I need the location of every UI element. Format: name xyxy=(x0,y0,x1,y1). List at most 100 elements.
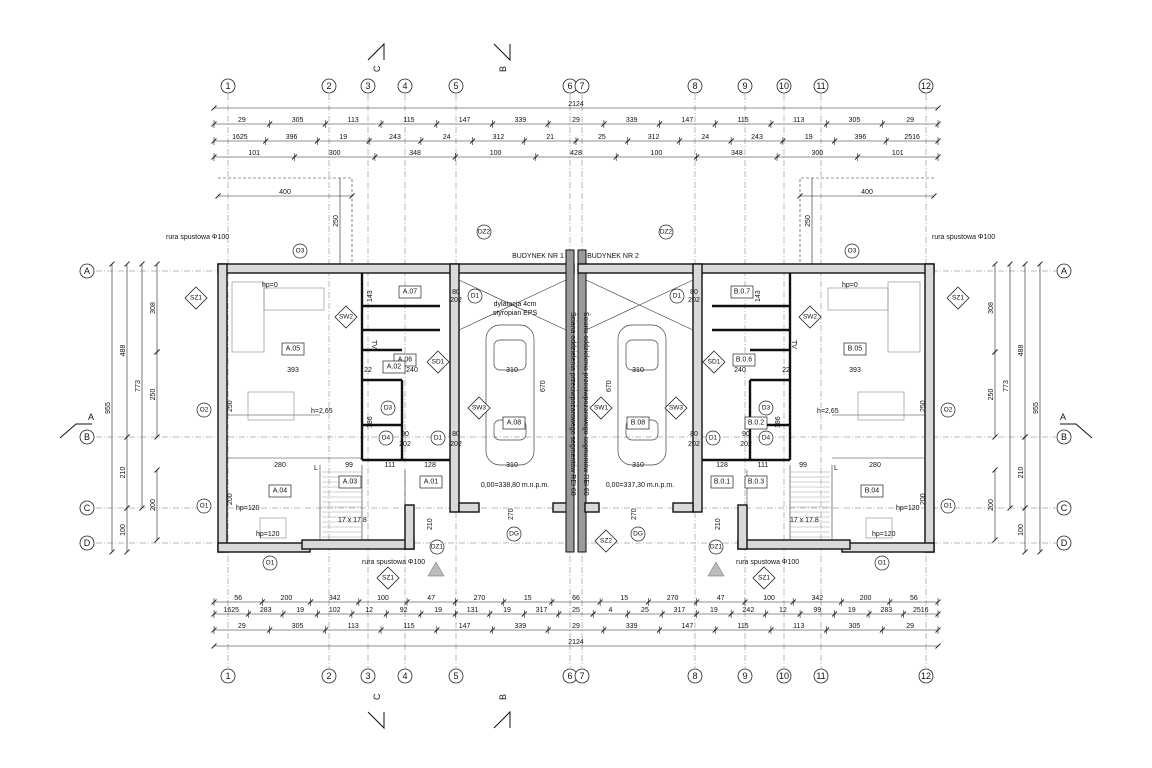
axis-bubble-9-top: 9 xyxy=(737,78,753,94)
svg-text:6: 6 xyxy=(567,81,572,91)
axis-bubble-9-bottom: 9 xyxy=(737,668,753,684)
svg-text:SW3: SW3 xyxy=(472,405,486,412)
tag-dg-left: DG xyxy=(506,526,522,542)
section-b-bottom-label: B xyxy=(498,694,508,700)
svg-text:8: 8 xyxy=(692,671,697,681)
dim-143-left: 143 xyxy=(367,290,374,302)
dimension-value: 25 xyxy=(641,607,649,614)
label-l-right: L xyxy=(834,465,838,472)
tag-sz1-left-bottom: SZ1 xyxy=(376,566,400,590)
axis-bubble-C-right: C xyxy=(1056,500,1072,516)
car-right-windshield xyxy=(625,339,659,371)
svg-text:SZ1: SZ1 xyxy=(190,295,202,302)
tv-right: TV xyxy=(790,340,797,349)
tag-dz2-left: DZ2 xyxy=(476,224,492,240)
svg-text:2: 2 xyxy=(326,81,331,91)
axis-bubble-11-top: 11 xyxy=(813,78,829,94)
dimension-value: 131 xyxy=(467,607,479,614)
dimension-value: 200 xyxy=(988,499,995,511)
dimension-value: 100 xyxy=(763,595,775,602)
dimension-value: 100 xyxy=(490,150,502,157)
axis-bubble-D-left: D xyxy=(79,535,95,551)
section-c-top-label: C xyxy=(372,65,382,72)
wall-left-garage-front-b xyxy=(552,502,568,513)
svg-text:SW1: SW1 xyxy=(594,405,608,412)
dim-80-right-a: 80 xyxy=(690,289,698,296)
svg-text:D4: D4 xyxy=(762,435,771,442)
dim-270-left: 270 xyxy=(508,508,515,520)
svg-text:SZ1: SZ1 xyxy=(952,295,964,302)
svg-text:D3: D3 xyxy=(762,405,771,412)
svg-text:O3: O3 xyxy=(848,248,857,255)
dim-202-left-b: 202 xyxy=(450,441,462,448)
svg-text:7: 7 xyxy=(579,81,584,91)
dimension-value: 115 xyxy=(737,623,748,630)
height-right: h=2,65 xyxy=(817,408,839,415)
downpipe-note-top-left: rura spustowa Φ100 xyxy=(166,234,229,241)
axis-bubble-7-bottom: 7 xyxy=(574,668,590,684)
dim-202-right-a: 202 xyxy=(688,297,700,304)
axis-bubble-2-bottom: 2 xyxy=(321,668,337,684)
tag-dz1-left: DZ1 xyxy=(429,539,445,555)
dimension-value: 396 xyxy=(855,134,867,141)
dim-22-left: 22 xyxy=(364,367,372,374)
dim-393-left: 393 xyxy=(287,367,299,374)
dim-200-left: 200 xyxy=(227,493,234,505)
dim-200-right: 200 xyxy=(920,493,927,505)
svg-text:B: B xyxy=(84,432,90,442)
wall-right-top xyxy=(577,263,935,274)
axis-bubble-10-top: 10 xyxy=(776,78,792,94)
hp120-left: hp=120 xyxy=(236,505,260,512)
svg-text:A: A xyxy=(1061,266,1067,276)
dimension-value: 210 xyxy=(120,467,127,479)
svg-text:SW3: SW3 xyxy=(669,405,683,412)
svg-text:B.0.7: B.0.7 xyxy=(734,289,750,296)
stairs-note-left: 17 x 17.8 xyxy=(338,517,367,524)
tag-d1-left-mid: D1 xyxy=(430,430,446,446)
section-a-right-mark xyxy=(1060,423,1093,439)
dim-202-left-c: 202 xyxy=(399,441,411,448)
svg-text:3: 3 xyxy=(365,81,370,91)
dimension-value: 56 xyxy=(910,595,918,602)
dimension-value: 19 xyxy=(710,607,718,614)
dimension-value: 300 xyxy=(329,150,341,157)
svg-text:D: D xyxy=(1061,538,1068,548)
tag-sz1-right-bottom: SZ1 xyxy=(752,566,776,590)
room-label-b-0-1: B.0.1 xyxy=(710,475,734,489)
dim-22-right: 22 xyxy=(782,367,790,374)
dimension-value: 19 xyxy=(296,607,304,614)
svg-text:9: 9 xyxy=(742,671,747,681)
svg-text:O1: O1 xyxy=(944,503,953,510)
dimension-value: 113 xyxy=(793,623,804,630)
section-c-top-mark xyxy=(367,42,385,61)
svg-text:D1: D1 xyxy=(471,293,480,300)
axis-bubble-6-top: 6 xyxy=(562,78,578,94)
building-2-title: BUDYNEK NR 2 xyxy=(587,253,639,260)
dimension-value: 773 xyxy=(1003,380,1010,392)
building-1-title: BUDYNEK NR 1 xyxy=(512,253,564,260)
dimension-value: 400 xyxy=(861,189,873,196)
dimension-value: 47 xyxy=(427,595,435,602)
axis-bubble-8-top: 8 xyxy=(687,78,703,94)
dim-80-left-b: 80 xyxy=(452,431,460,438)
dilation-note: dylatacja 4cm xyxy=(494,301,537,308)
furniture xyxy=(231,281,921,539)
tag-dg-right: DG xyxy=(630,526,646,542)
dim-vertical-left-773: 773 xyxy=(135,261,145,511)
section-a-left-mark xyxy=(59,423,92,439)
car-left-windshield xyxy=(493,339,527,371)
svg-text:A.03: A.03 xyxy=(343,479,358,486)
svg-text:1: 1 xyxy=(225,671,230,681)
svg-text:DZ1: DZ1 xyxy=(431,544,444,551)
dimension-value: 488 xyxy=(1018,345,1025,357)
dim-terrace-depth-right: 250 xyxy=(805,178,813,264)
wall-right-garage-front-b xyxy=(584,502,600,513)
svg-text:A.07: A.07 xyxy=(403,289,418,296)
tag-o3-left: O3 xyxy=(292,243,308,259)
svg-text:B.08: B.08 xyxy=(631,420,646,427)
dimension-value: 2124 xyxy=(568,101,584,108)
